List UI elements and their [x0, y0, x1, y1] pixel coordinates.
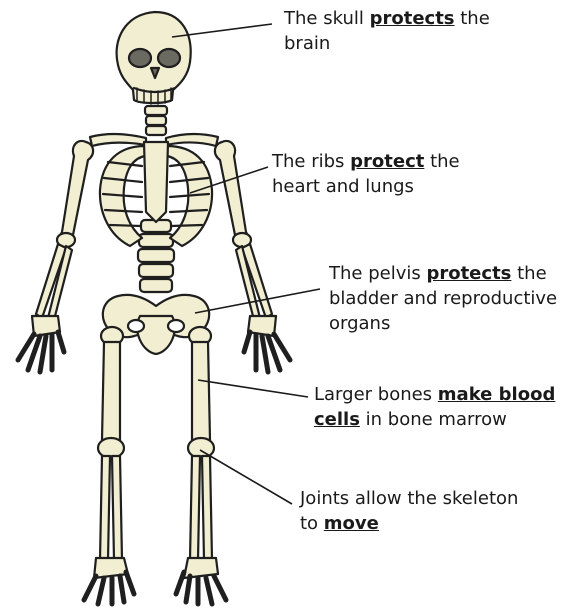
arm-left	[18, 141, 93, 372]
label-joints: Joints allow the skeleton to move	[300, 486, 518, 536]
label-bones-key2: cells	[314, 409, 360, 430]
pointer-bones	[198, 380, 308, 397]
label-ribs-key: protect	[350, 151, 424, 172]
label-joints-pre: Joints allow the skeleton	[300, 488, 518, 509]
label-ribs: The ribs protect the heart and lungs	[272, 149, 460, 199]
label-skull: The skull protects the brain	[284, 6, 490, 56]
label-skull-post: the	[455, 8, 490, 29]
label-skull-key: protects	[370, 8, 455, 29]
skull	[117, 12, 191, 104]
label-skull-pre: The skull	[284, 8, 370, 29]
clavicle-left	[90, 134, 146, 146]
label-ribs-post: the	[424, 151, 459, 172]
label-bones-pre: Larger bones	[314, 384, 438, 405]
label-bones-key: make blood	[438, 384, 556, 405]
label-joints-line2-pre: to	[300, 513, 324, 534]
label-skull-line2: brain	[284, 33, 330, 54]
label-pelvis-key: protects	[426, 263, 511, 284]
label-joints-key: move	[324, 513, 379, 534]
leg-left	[84, 327, 134, 604]
label-pelvis-post: the	[511, 263, 546, 284]
label-pelvis: The pelvis protects the bladder and repr…	[329, 261, 557, 336]
label-ribs-line2: heart and lungs	[272, 176, 414, 197]
skeleton-illustration	[18, 12, 290, 604]
leg-right	[176, 327, 226, 604]
label-larger-bones: Larger bones make blood cells in bone ma…	[314, 382, 555, 432]
label-pelvis-pre: The pelvis	[329, 263, 426, 284]
label-pelvis-line3: organs	[329, 313, 390, 334]
pointer-joints	[200, 450, 292, 504]
label-bones-post2: in bone marrow	[360, 409, 507, 430]
clavicle-right	[166, 134, 218, 146]
label-ribs-pre: The ribs	[272, 151, 350, 172]
label-pelvis-line2: bladder and reproductive	[329, 288, 557, 309]
